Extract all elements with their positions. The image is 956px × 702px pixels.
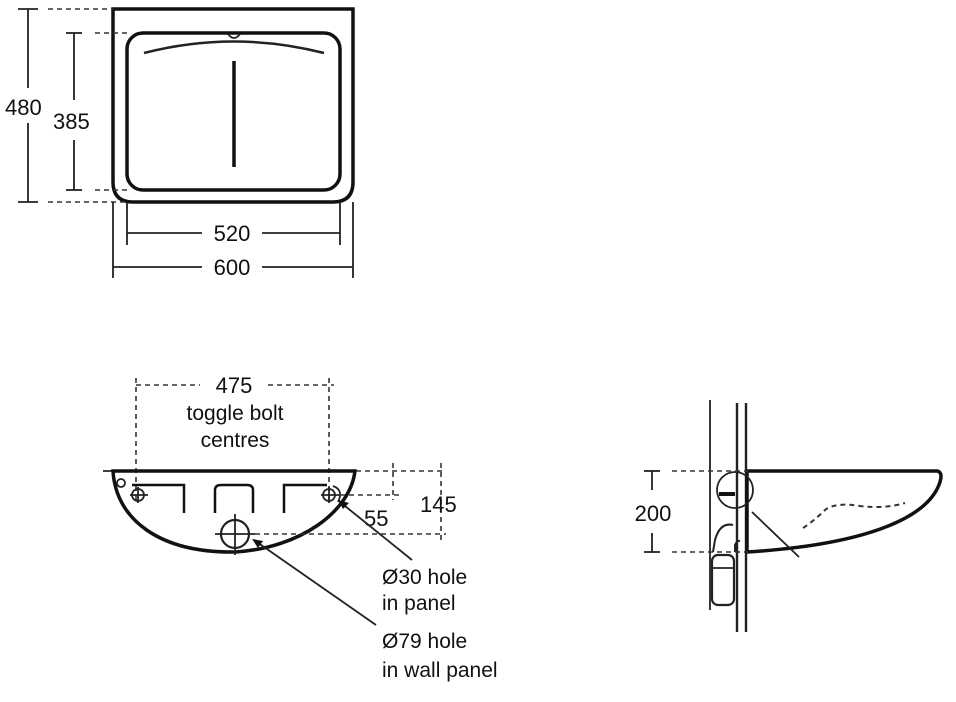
dim-480-label: 480 [5,95,42,120]
basin-front-outline [111,469,357,554]
trap-body [710,553,736,607]
trap [712,523,741,553]
overflow-hole [116,478,126,488]
bolt-hole-left [130,487,148,503]
centres-label: centres [201,429,270,452]
dim-600-label: 600 [214,255,251,280]
leader-line [253,539,377,626]
dim-55-label: 55 [364,506,388,531]
hole79-label-1: Ø79 hole [382,630,467,653]
basin-side-outline [745,469,943,554]
dim-145-label: 145 [420,492,457,517]
dim-200-label: 200 [635,501,672,526]
dim-385-label: 385 [53,109,90,134]
toggle-bolt-label: toggle bolt [187,402,284,425]
leader-line [339,501,413,561]
dim-475-label: 475 [216,373,253,398]
dim-520-label: 520 [214,221,251,246]
bracket-slot [282,483,327,513]
bolt-hole-right [321,485,342,503]
overflow [227,33,241,39]
arrowhead [338,500,349,509]
bracket-slot [213,483,255,513]
bowl-outline [125,31,342,192]
bowl-rim-arc [143,40,325,55]
hole30-label-2: in panel [382,592,456,615]
front-view: 475 toggle bolt centres 55 145 Ø30 hole [103,373,498,682]
bracket-slot [132,483,186,513]
waste-hole [215,514,255,555]
plan-view: 480 385 520 600 [5,7,355,280]
leader-line [751,511,800,558]
hole79-label-2: in wall panel [382,659,498,682]
arrowhead [252,539,263,548]
side-view: 200 [635,400,943,632]
hole30-label-1: Ø30 hole [382,566,467,589]
bolt-detail-circle [716,471,754,509]
